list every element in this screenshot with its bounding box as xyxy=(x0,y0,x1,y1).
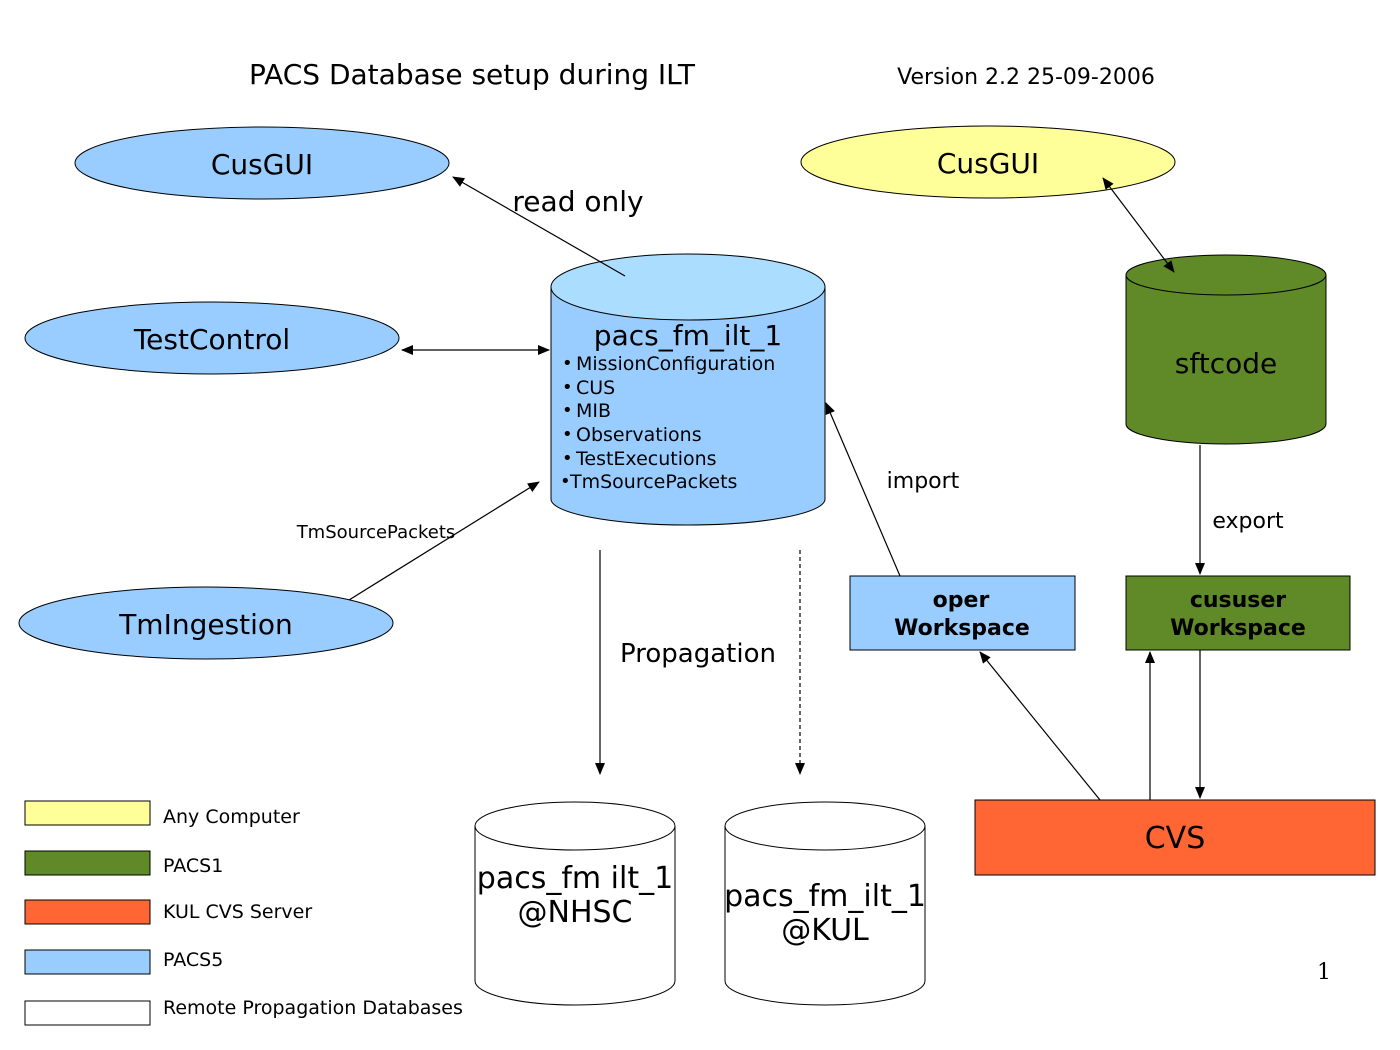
cusgui-pacs5-node: CusGUI xyxy=(74,126,450,200)
oper-workspace: oper Workspace xyxy=(849,575,1076,651)
cusgui-any-node: CusGUI xyxy=(800,125,1176,199)
cvs-server-label: CVS xyxy=(1145,821,1206,856)
legend-swatch xyxy=(24,1000,151,1026)
remote-database-nhsc-line2: @NHSC xyxy=(518,895,633,930)
main-database-item: • MIB xyxy=(562,400,611,422)
cususer-workspace-line2: Workspace xyxy=(1170,616,1306,641)
propagation-label: Propagation xyxy=(620,639,776,669)
legend-swatch xyxy=(24,850,151,876)
cvs-server-box xyxy=(974,799,1376,876)
main-database-top xyxy=(550,253,826,321)
bullet-icon: • xyxy=(562,400,573,421)
bullet-icon: • xyxy=(560,471,571,492)
remote-database-kul-line2: @KUL xyxy=(781,913,869,948)
tmingestion-shape xyxy=(18,586,394,660)
tm-source-packets-label: TmSourcePackets xyxy=(296,522,456,543)
legend: Any Computer PACS1 KUL CVS Server PACS5 … xyxy=(24,800,463,1026)
remote-database-kul-top xyxy=(724,801,926,851)
legend-label: PACS5 xyxy=(163,949,223,971)
bullet-icon: • xyxy=(562,353,573,374)
bullet-icon: • xyxy=(562,424,573,445)
oper-workspace-line2: Workspace xyxy=(894,616,1030,641)
legend-swatch xyxy=(24,800,151,826)
main-database-item-list: • MissionConfiguration • CUS • MIB • Obs… xyxy=(560,353,775,493)
oper-workspace-box xyxy=(849,575,1076,651)
tmingestion-label: TmIngestion xyxy=(118,608,293,641)
main-database-body xyxy=(550,287,826,526)
main-database-item: • Observations xyxy=(562,424,702,446)
cususer-workspace-line1: cususer xyxy=(1190,588,1286,613)
main-database-item-label: MissionConfiguration xyxy=(576,353,775,375)
cusgui-any-label: CusGUI xyxy=(937,147,1039,180)
main-database-item: • TmSourcePackets xyxy=(560,471,737,493)
legend-item: Remote Propagation Databases xyxy=(24,997,463,1026)
testcontrol-node: TestControl xyxy=(24,301,400,375)
cusgui-pacs5-label: CusGUI xyxy=(211,148,313,181)
import-label: import xyxy=(887,469,960,494)
main-database-item-label: MIB xyxy=(576,400,611,422)
tmingestion-node: TmIngestion xyxy=(18,586,394,660)
sftcode-database-name: sftcode xyxy=(1175,347,1277,380)
main-database-item-label: TestExecutions xyxy=(575,448,717,470)
legend-swatch xyxy=(24,899,151,925)
sftcode-database: sftcode xyxy=(1125,254,1327,445)
cvs-server: CVS xyxy=(974,799,1376,876)
page-number: 1 xyxy=(1317,960,1331,985)
legend-item: KUL CVS Server xyxy=(24,899,312,925)
testcontrol-shape xyxy=(24,301,400,375)
remote-database-kul: pacs_fm_ilt_1 @KUL xyxy=(724,801,926,1006)
bullet-icon: • xyxy=(562,448,573,469)
sftcode-database-body xyxy=(1125,275,1327,445)
legend-item: PACS1 xyxy=(24,850,223,877)
remote-database-nhsc-body xyxy=(474,826,676,1006)
main-database: pacs_fm_ilt_1 • MissionConfiguration • C… xyxy=(550,253,826,526)
legend-label: Remote Propagation Databases xyxy=(163,997,463,1019)
legend-label: PACS1 xyxy=(163,855,223,877)
cvs-to-oper-arrow xyxy=(979,651,1101,801)
version-label: Version 2.2 25-09-2006 xyxy=(897,65,1155,90)
main-database-item: • CUS xyxy=(562,377,615,399)
main-database-item-label: Observations xyxy=(576,424,702,446)
read-only-label: read only xyxy=(512,185,643,218)
remote-database-nhsc-line1: pacs_fm ilt_1 xyxy=(477,861,673,896)
remote-database-nhsc: pacs_fm ilt_1 @NHSC xyxy=(474,801,676,1006)
main-database-item-label: TmSourcePackets xyxy=(569,471,737,493)
bullet-icon: • xyxy=(562,377,573,398)
tmingestion-arrow xyxy=(348,481,540,601)
remote-database-nhsc-top xyxy=(474,801,676,851)
oper-workspace-line1: oper xyxy=(933,588,990,613)
sftcode-database-top xyxy=(1125,254,1327,296)
cususer-workspace-box xyxy=(1125,575,1351,651)
cusgui-sftcode-arrow xyxy=(1102,177,1175,273)
diagram-title: PACS Database setup during ILT xyxy=(249,58,696,91)
legend-label: KUL CVS Server xyxy=(163,901,312,923)
remote-database-kul-body xyxy=(724,826,926,1006)
main-database-item: • TestExecutions xyxy=(562,448,717,470)
import-arrow xyxy=(825,402,901,577)
remote-database-kul-line1: pacs_fm_ilt_1 xyxy=(724,879,926,914)
main-database-item-label: CUS xyxy=(576,377,615,399)
testcontrol-label: TestControl xyxy=(133,323,290,356)
legend-item: PACS5 xyxy=(24,949,223,975)
export-label: export xyxy=(1212,509,1284,534)
legend-label: Any Computer xyxy=(163,806,300,828)
main-database-name: pacs_fm_ilt_1 xyxy=(594,319,782,352)
main-database-item: • MissionConfiguration xyxy=(562,353,775,375)
cusgui-pacs5-shape xyxy=(74,126,450,200)
cusgui-any-shape xyxy=(800,125,1176,199)
legend-swatch xyxy=(24,949,151,975)
cususer-workspace: cususer Workspace xyxy=(1125,575,1351,651)
read-only-arrow xyxy=(452,176,626,277)
legend-item: Any Computer xyxy=(24,800,300,828)
